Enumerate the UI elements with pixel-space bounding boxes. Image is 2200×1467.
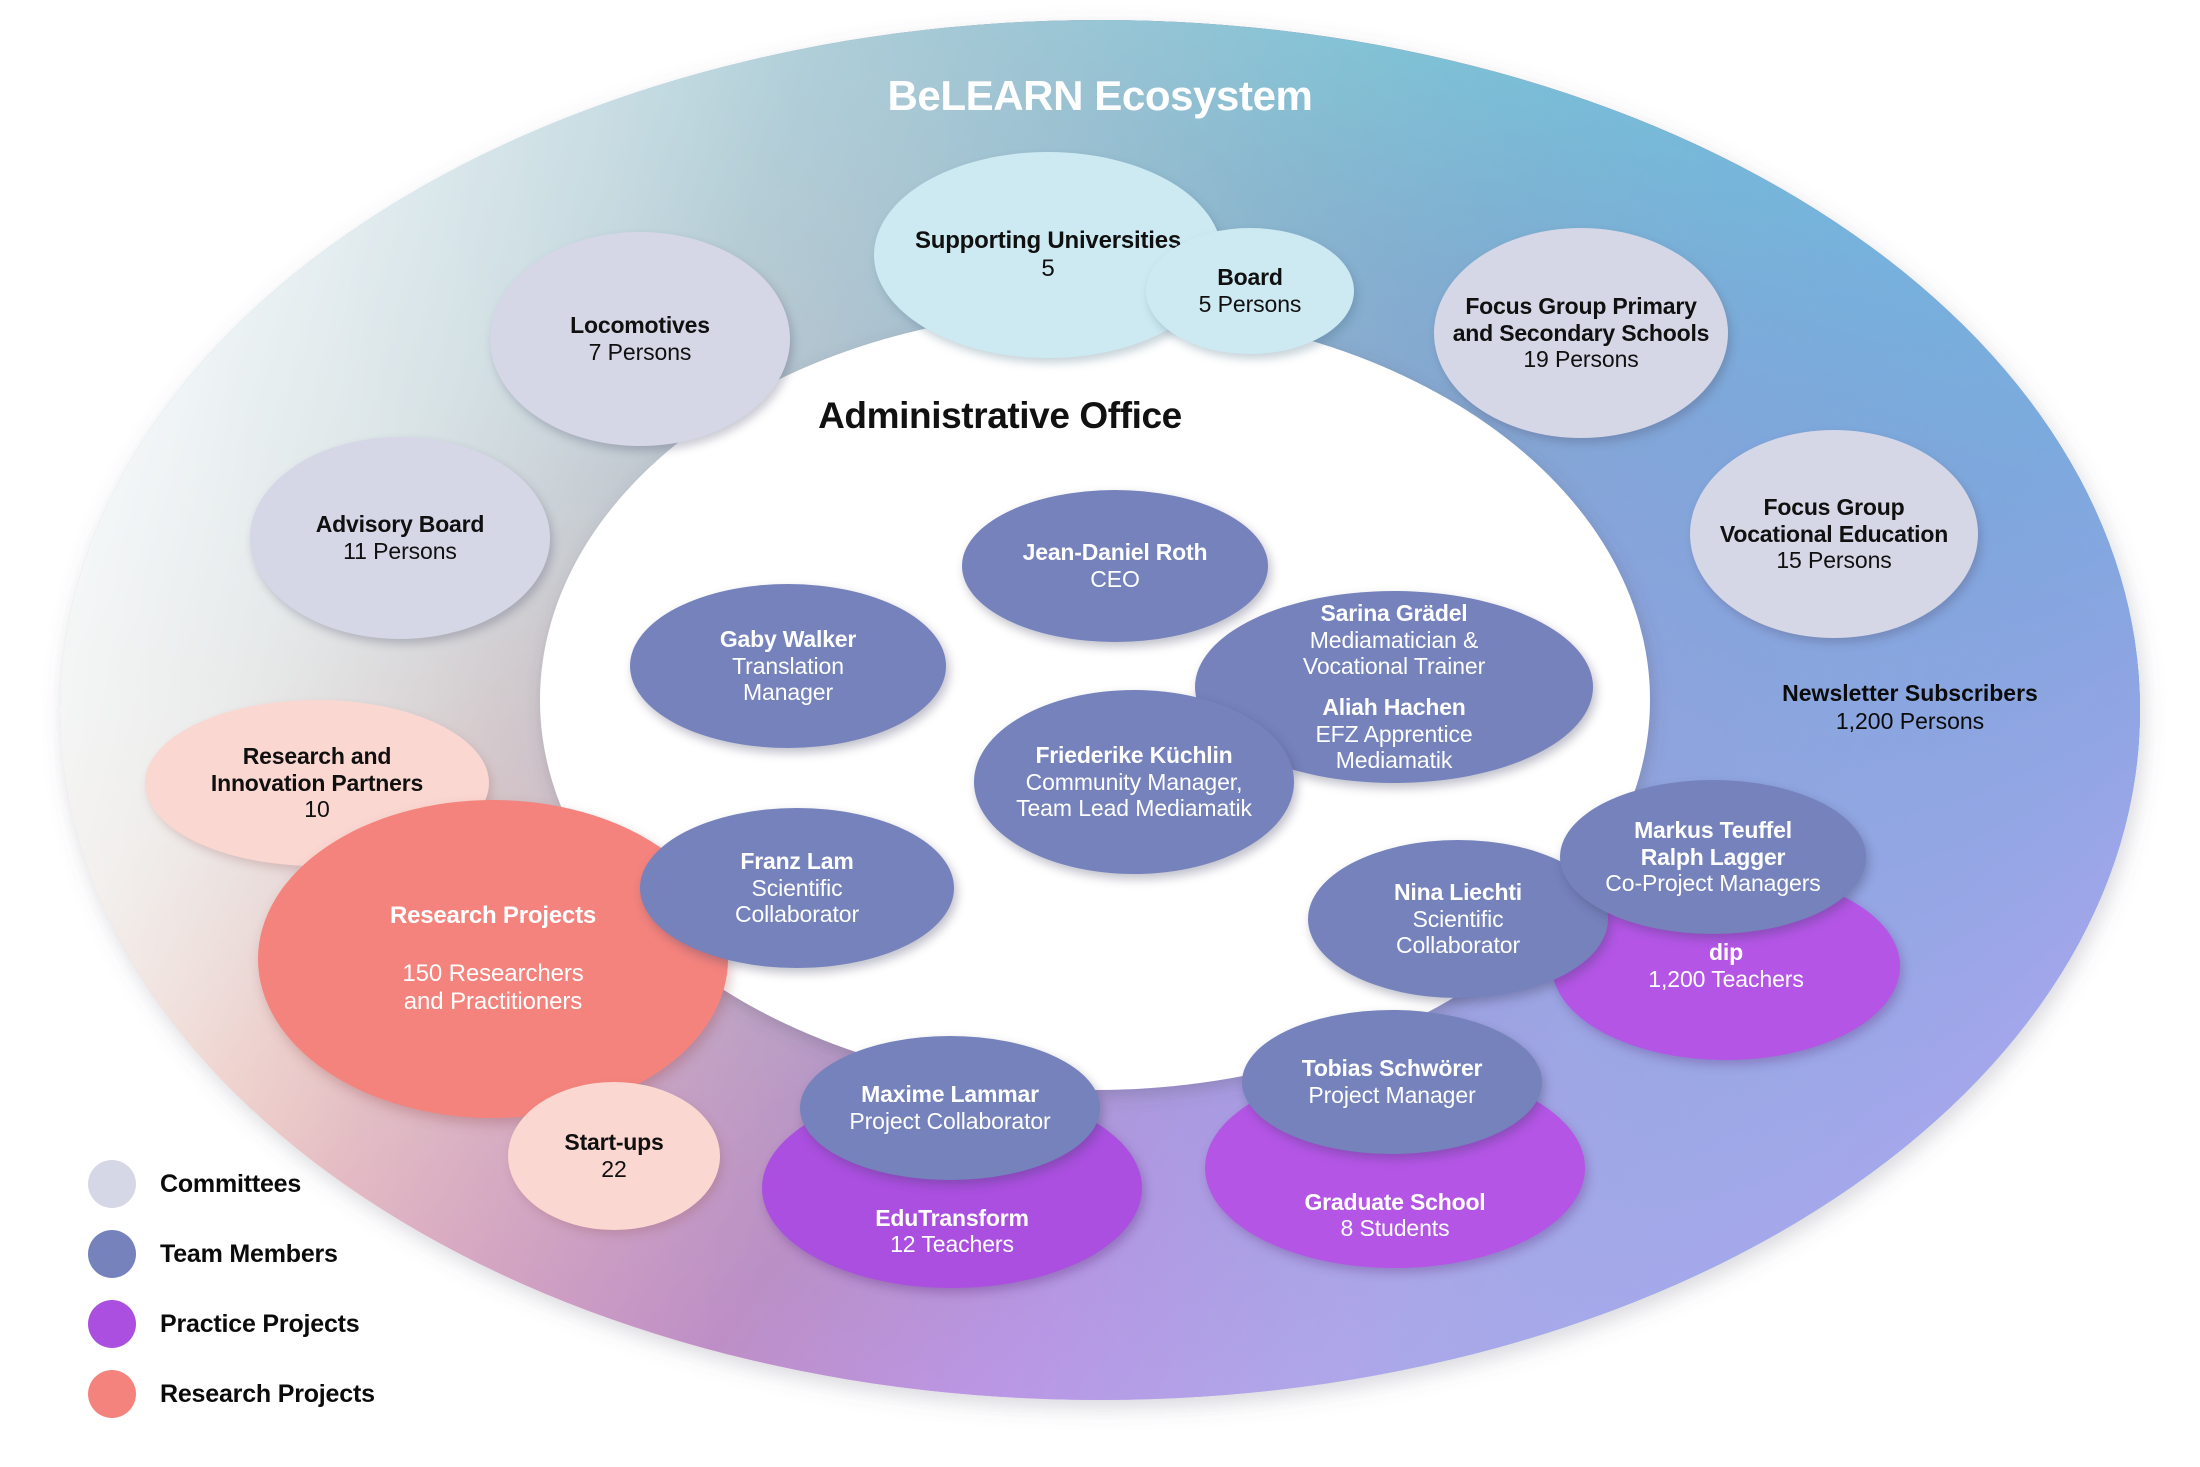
nina-liechti-name: Nina Liechti — [1394, 878, 1522, 905]
board-title: Board — [1217, 264, 1283, 291]
research-partners-title-line2: Innovation Partners — [210, 769, 424, 796]
legend: Committees Team Members Practice Project… — [88, 1160, 375, 1418]
nina-liechti-role-line2: Collaborator — [1395, 932, 1521, 959]
bubble-board[interactable]: Board 5 Persons — [1146, 228, 1354, 354]
bubble-startups[interactable]: Start-ups 22 — [508, 1082, 720, 1230]
focus-vocational-title-line2: Vocational Education — [1719, 520, 1949, 547]
gaby-walker-role-line1: Translation — [732, 652, 844, 679]
tobias-schwoerer-role: Project Manager — [1308, 1082, 1476, 1108]
franz-lam-role-line2: Collaborator — [734, 901, 860, 928]
focus-primary-title-line2: and Secondary Schools — [1452, 319, 1710, 346]
aliah-hachen-name: Aliah Hachen — [1322, 694, 1466, 720]
friederike-kuechlin-role-line2: Team Lead Mediamatik — [1016, 795, 1252, 822]
aliah-hachen-role-line2: Mediamatik — [1335, 747, 1453, 774]
legend-label-committees: Committees — [160, 1169, 302, 1198]
bubble-locomotives[interactable]: Locomotives 7 Persons — [490, 232, 790, 446]
bubble-maxime-lammar[interactable]: Maxime Lammar Project Collaborator — [800, 1036, 1100, 1180]
page-title: BeLEARN Ecosystem — [887, 72, 1313, 119]
gaby-walker-name: Gaby Walker — [719, 625, 857, 652]
bubble-markus-teuffel-ralph-lagger[interactable]: Markus Teuffel Ralph Lagger Co-Project M… — [1560, 780, 1866, 934]
legend-label-team-members: Team Members — [160, 1239, 338, 1268]
locomotives-title: Locomotives — [570, 312, 710, 339]
focus-primary-count: 19 Persons — [1523, 346, 1639, 373]
edutransform-title: EduTransform — [875, 1204, 1029, 1231]
research-projects-sub-line1: 150 Researchers — [402, 960, 584, 988]
board-count: 5 Persons — [1198, 291, 1302, 317]
bubble-nina-liechti[interactable]: Nina Liechti Scientific Collaborator — [1308, 840, 1608, 998]
jean-daniel-roth-role: CEO — [1090, 566, 1140, 592]
legend-label-practice-projects: Practice Projects — [160, 1309, 360, 1338]
bubble-focus-group-primary-secondary[interactable]: Focus Group Primary and Secondary School… — [1434, 228, 1728, 438]
legend-label-research-projects: Research Projects — [160, 1379, 375, 1408]
research-projects-sub-line2: and Practitioners — [403, 987, 583, 1015]
legend-item-team-members[interactable]: Team Members — [88, 1230, 375, 1278]
graduate-school-count: 8 Students — [1340, 1215, 1450, 1242]
ralph-lagger-name: Ralph Lagger — [1640, 843, 1786, 870]
tobias-schwoerer-name: Tobias Schwörer — [1301, 1055, 1483, 1082]
newsletter-subscribers-title: Newsletter Subscribers — [1782, 680, 2038, 706]
focus-vocational-title-line1: Focus Group — [1763, 493, 1905, 520]
franz-lam-role-line1: Scientific — [751, 874, 843, 901]
markus-ralph-role: Co-Project Managers — [1605, 870, 1821, 897]
bubble-jean-daniel-roth[interactable]: Jean-Daniel Roth CEO — [962, 490, 1268, 642]
maxime-lammar-name: Maxime Lammar — [861, 1081, 1039, 1108]
supporting-universities-count: 5 — [1041, 255, 1055, 282]
legend-swatch-practice-projects — [88, 1300, 136, 1348]
focus-vocational-count: 15 Persons — [1776, 547, 1892, 574]
locomotives-count: 7 Persons — [588, 339, 692, 365]
bubble-focus-group-vocational[interactable]: Focus Group Vocational Education 15 Pers… — [1690, 430, 1978, 638]
friederike-kuechlin-name: Friederike Küchlin — [1035, 741, 1233, 768]
bubble-franz-lam[interactable]: Franz Lam Scientific Collaborator — [640, 808, 954, 968]
focus-primary-title-line1: Focus Group Primary — [1465, 292, 1697, 319]
advisory-board-count: 11 Persons — [343, 538, 457, 564]
legend-item-committees[interactable]: Committees — [88, 1160, 375, 1208]
gaby-walker-role-line2: Manager — [742, 679, 834, 706]
newsletter-subscribers-count: 1,200 Persons — [1835, 707, 1985, 734]
advisory-board-title: Advisory Board — [315, 511, 485, 538]
maxime-lammar-role: Project Collaborator — [849, 1108, 1051, 1134]
markus-teuffel-name: Markus Teuffel — [1634, 816, 1792, 843]
research-partners-title-line1: Research and — [242, 742, 392, 769]
newsletter-subscribers-label: Newsletter Subscribers 1,200 Persons — [1700, 680, 2120, 735]
dip-title: dip — [1709, 939, 1743, 966]
sarina-graedel-role-line2: Vocational Trainer — [1302, 653, 1486, 680]
supporting-universities-title: Supporting Universities — [914, 227, 1182, 255]
startups-title: Start-ups — [564, 1129, 664, 1156]
research-partners-count: 10 — [304, 796, 330, 823]
administrative-office-title: Administrative Office — [818, 395, 1182, 436]
legend-swatch-committees — [88, 1160, 136, 1208]
sarina-graedel-role-line1: Mediamatician & — [1309, 626, 1479, 653]
legend-item-research-projects[interactable]: Research Projects — [88, 1370, 375, 1418]
bubble-friederike-kuechlin[interactable]: Friederike Küchlin Community Manager, Te… — [974, 690, 1294, 874]
legend-swatch-team-members — [88, 1230, 136, 1278]
bubble-advisory-board[interactable]: Advisory Board 11 Persons — [250, 437, 550, 639]
franz-lam-name: Franz Lam — [740, 847, 854, 874]
edutransform-count: 12 Teachers — [890, 1231, 1014, 1258]
graduate-school-title: Graduate School — [1304, 1188, 1486, 1215]
research-projects-title: Research Projects — [389, 902, 597, 930]
dip-count: 1,200 Teachers — [1648, 966, 1804, 992]
nina-liechti-role-line1: Scientific — [1412, 905, 1504, 932]
friederike-kuechlin-role-line1: Community Manager, — [1025, 768, 1243, 795]
bubble-tobias-schwoerer[interactable]: Tobias Schwörer Project Manager — [1242, 1010, 1542, 1154]
legend-swatch-research-projects — [88, 1370, 136, 1418]
sarina-graedel-name: Sarina Grädel — [1320, 599, 1468, 626]
aliah-hachen-role-line1: EFZ Apprentice — [1315, 720, 1473, 747]
jean-daniel-roth-name: Jean-Daniel Roth — [1022, 539, 1208, 566]
startups-count: 22 — [601, 1156, 627, 1182]
legend-item-practice-projects[interactable]: Practice Projects — [88, 1300, 375, 1348]
bubble-gaby-walker[interactable]: Gaby Walker Translation Manager — [630, 584, 946, 748]
bubble-research-projects[interactable]: Research Projects 150 Researchers and Pr… — [258, 800, 728, 1118]
